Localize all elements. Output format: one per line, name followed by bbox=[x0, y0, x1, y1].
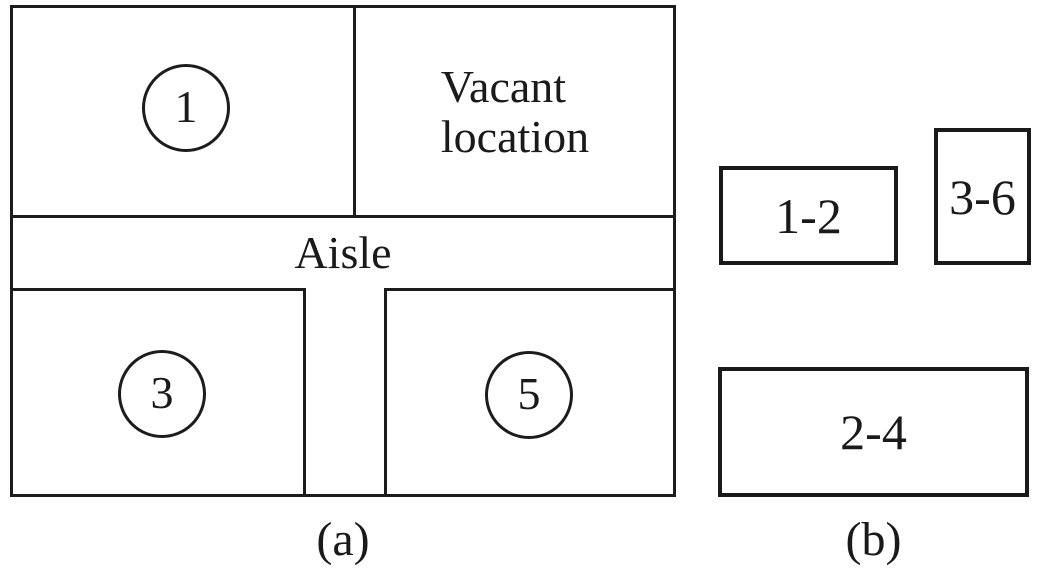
machine-1-circle: 1 bbox=[142, 64, 230, 152]
aisle-area: Aisle bbox=[13, 218, 673, 288]
machine-3-label: 3 bbox=[150, 367, 174, 418]
pair-block-1-2-label: 1-2 bbox=[775, 187, 842, 244]
vacant-location-line-1: Vacant bbox=[440, 60, 567, 112]
aisle-top-boundary-line bbox=[13, 215, 673, 218]
vacant-location-area: Vacant location bbox=[356, 8, 674, 215]
vacant-location-line-2: location bbox=[440, 110, 590, 162]
pair-block-1-2: 1-2 bbox=[719, 166, 898, 265]
panel-a-caption: (a) bbox=[316, 513, 370, 566]
machine-5-label: 5 bbox=[517, 368, 541, 419]
pair-block-2-4-label: 2-4 bbox=[840, 404, 907, 460]
top-room-divider-line bbox=[353, 8, 356, 216]
pair-block-3-6: 3-6 bbox=[934, 128, 1031, 265]
pair-block-3-6-label: 3-6 bbox=[949, 168, 1016, 225]
panel-b-caption: (b) bbox=[845, 513, 902, 566]
aisle-label: Aisle bbox=[294, 227, 392, 278]
machine-1-label: 1 bbox=[174, 81, 198, 132]
machine-3-circle: 3 bbox=[118, 350, 206, 438]
machine-5-circle: 5 bbox=[485, 351, 573, 439]
facility-outline-box bbox=[10, 5, 676, 497]
vacant-location-label: Vacant location bbox=[440, 60, 590, 162]
pair-block-2-4: 2-4 bbox=[718, 367, 1029, 497]
